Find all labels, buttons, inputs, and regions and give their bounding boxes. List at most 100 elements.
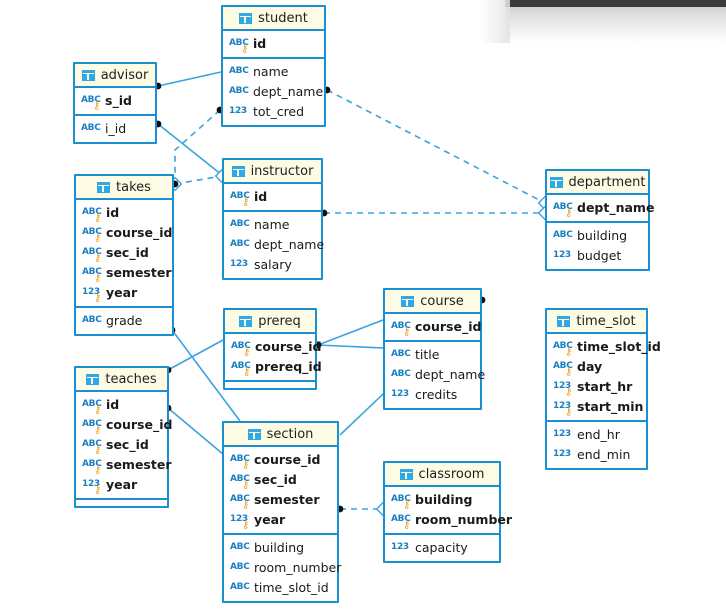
field-row-dept_name[interactable]: ABC⚷dept_name: [547, 198, 654, 218]
field-row-course_id[interactable]: ABC⚷course_id: [76, 223, 172, 243]
field-row-sec_id[interactable]: ABC⚷sec_id: [224, 470, 337, 490]
primary-key-icon: ⚷: [94, 273, 102, 284]
field-group: [76, 498, 167, 506]
field-row-sec_id[interactable]: ABC⚷sec_id: [76, 243, 172, 263]
type-label: 123: [82, 287, 100, 297]
table-header-time_slot[interactable]: time_slot: [547, 310, 646, 334]
field-row-building[interactable]: ABC⚷building: [385, 490, 499, 510]
table-header-takes[interactable]: takes: [76, 176, 172, 200]
field-name: room_number: [254, 559, 342, 575]
field-row-course_id[interactable]: ABC⚷course_id: [225, 337, 321, 357]
table-header-advisor[interactable]: advisor: [75, 64, 155, 88]
type-label: ABC: [82, 207, 102, 217]
field-row-s_id[interactable]: ABC⚷s_id: [75, 91, 155, 111]
type-label: ABC: [391, 494, 411, 504]
relationship-teaches-to-prereq[interactable]: [167, 339, 224, 371]
type-label: ABC: [229, 38, 249, 48]
field-row-start_hr[interactable]: 123⚷start_hr: [547, 377, 646, 397]
type-label: ABC: [391, 349, 411, 359]
table-header-teaches[interactable]: teaches: [76, 368, 167, 392]
relationship-student-to-department[interactable]: [326, 89, 546, 204]
table-icon: [401, 295, 415, 307]
table-icon: [86, 373, 100, 385]
text-type-icon: ABC⚷: [82, 418, 102, 436]
table-header-classroom[interactable]: classroom: [385, 463, 499, 487]
field-name: id: [254, 188, 268, 204]
field-row-semester[interactable]: ABC⚷semester: [76, 455, 171, 475]
relationship-advisor-to-student[interactable]: [157, 71, 222, 87]
field-row-time_slot_id[interactable]: ABC⚷time_slot_id: [547, 337, 661, 357]
text-type-icon: ABC: [230, 238, 250, 252]
relationship-student-to-takes[interactable]: [174, 109, 221, 184]
text-type-icon: ABC⚷: [230, 473, 250, 491]
type-label: ABC: [553, 341, 573, 351]
field-row-course_id[interactable]: ABC⚷course_id: [385, 317, 481, 337]
field-row-id[interactable]: ABC⚷id: [76, 395, 167, 415]
relationship-prereq-to-course[interactable]: [317, 344, 384, 349]
field-row-sec_id[interactable]: ABC⚷sec_id: [76, 435, 167, 455]
table-header-student[interactable]: student: [223, 7, 324, 31]
field-row-semester[interactable]: ABC⚷semester: [76, 263, 172, 283]
table-header-course[interactable]: course: [385, 290, 480, 314]
table-title: course: [420, 293, 464, 309]
type-label: ABC: [553, 230, 573, 240]
relationship-advisor-to-instructor[interactable]: [157, 123, 223, 176]
field-row-day[interactable]: ABC⚷day: [547, 357, 646, 377]
field-row-id[interactable]: ABC⚷id: [76, 203, 172, 223]
number-type-icon: 123: [230, 258, 249, 272]
table-icon: [399, 468, 413, 480]
table-header-department[interactable]: department: [547, 171, 648, 195]
field-row-course_id[interactable]: ABC⚷course_id: [76, 415, 172, 436]
field-row-semester[interactable]: ABC⚷semester: [224, 490, 337, 510]
field-row-id[interactable]: ABC⚷id: [223, 34, 324, 54]
field-row-course_id[interactable]: ABC⚷course_id: [224, 450, 337, 470]
field-row-prereq_id[interactable]: ABC⚷prereq_id: [225, 357, 322, 377]
text-type-icon: ABC⚷: [82, 266, 102, 284]
table-header-prereq[interactable]: prereq: [225, 310, 315, 334]
table-header-instructor[interactable]: instructor: [224, 160, 321, 184]
text-type-icon: ABC⚷: [230, 493, 250, 511]
field-row-year[interactable]: 123⚷year: [76, 475, 167, 495]
relationship-takes-to-instructor[interactable]: [174, 175, 223, 185]
relationship-prereq-to-course[interactable]: [317, 319, 384, 346]
primary-key-icon: ⚷: [94, 405, 102, 416]
field-row-year[interactable]: 123⚷year: [224, 510, 337, 530]
field-row-id[interactable]: ABC⚷id: [224, 187, 321, 207]
field-row-year[interactable]: 123⚷year: [76, 283, 172, 303]
field-row-room_number[interactable]: ABC⚷room_number: [385, 510, 512, 530]
field-row-start_min[interactable]: 123⚷start_min: [547, 397, 646, 417]
table-header-section[interactable]: section: [224, 423, 337, 447]
